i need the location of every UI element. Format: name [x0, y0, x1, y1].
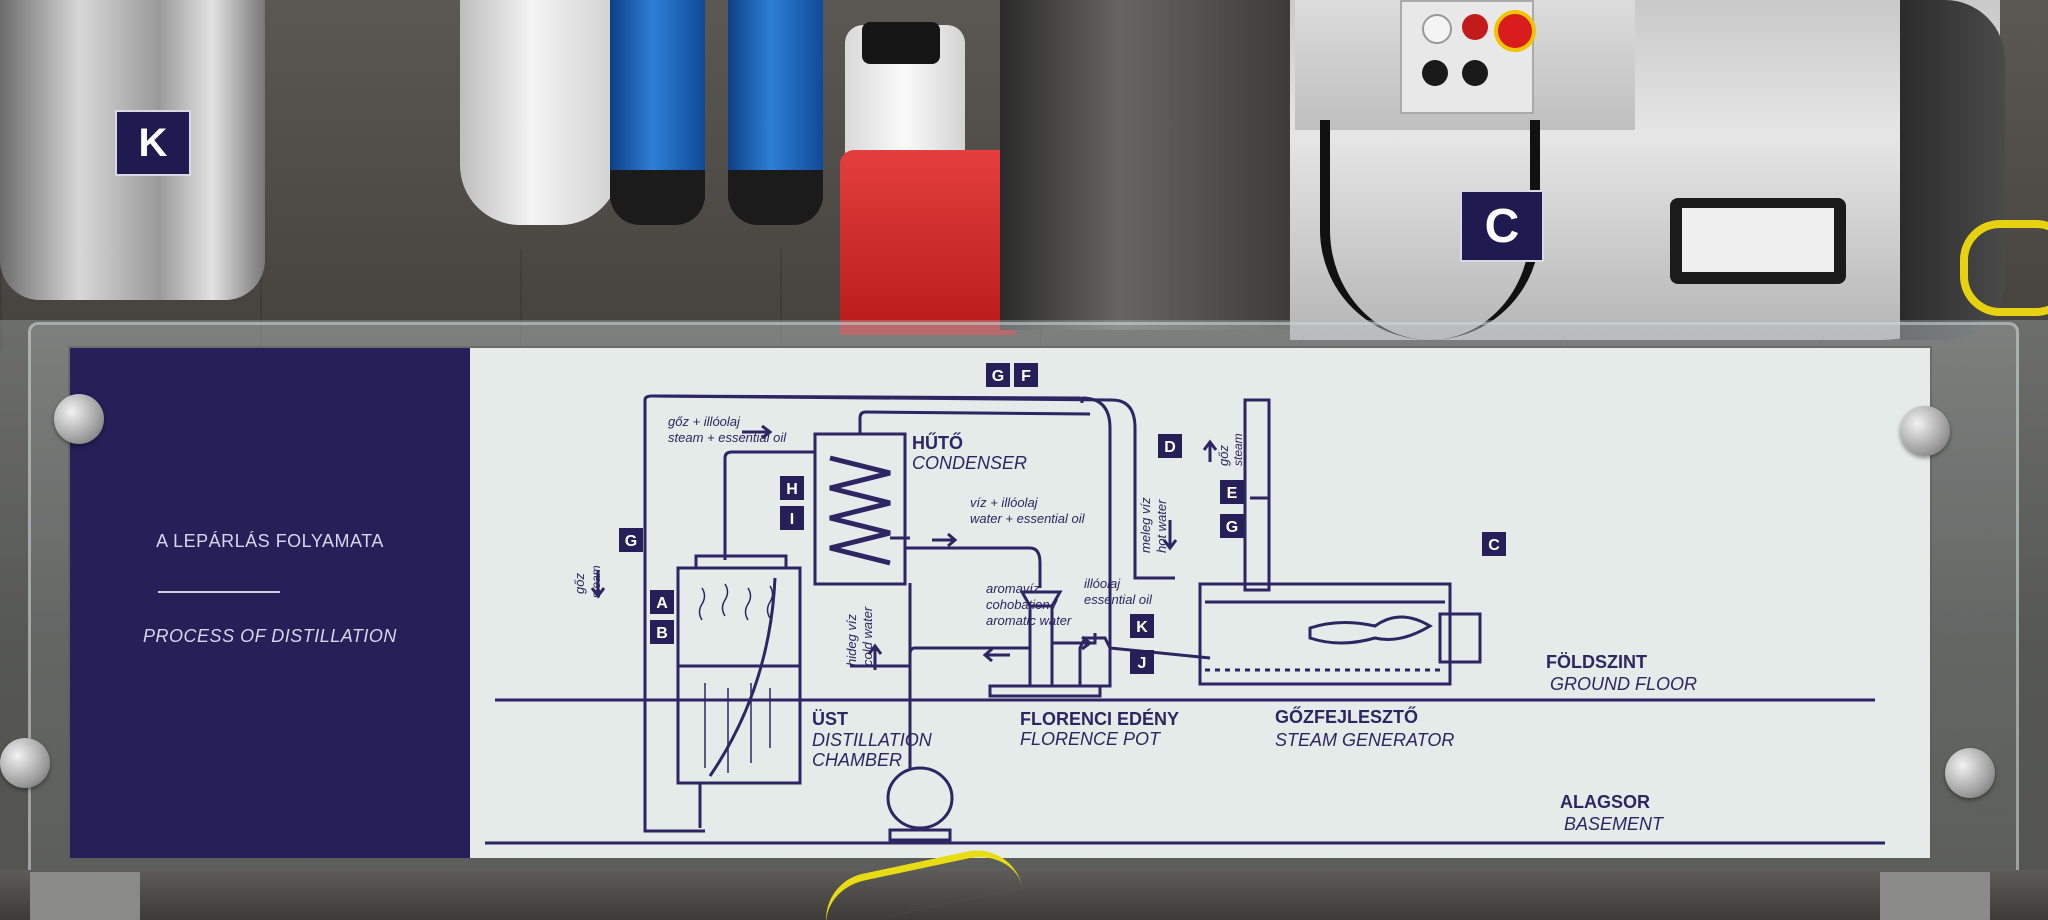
machinery [1000, 0, 1300, 330]
badge-j: J [1138, 655, 1147, 672]
note-steam-hu-left: gőz [572, 573, 587, 594]
stand-leg-right [1880, 872, 1990, 920]
badge-g-right: G [1226, 519, 1238, 536]
distillation-diagram: G F G H I A B D E G C K J gőz + illóolaj… [485, 363, 1885, 845]
note-hot-water-hu: meleg víz [1138, 497, 1153, 553]
badge-g-top: G [992, 368, 1004, 385]
black-knob-right [1462, 60, 1488, 86]
white-cylinder [460, 0, 620, 225]
note-steam-oil-hu: gőz + illóolaj [668, 414, 741, 429]
badge-a: A [656, 595, 668, 612]
chimney [1243, 398, 1271, 592]
badge-h: H [786, 481, 798, 498]
note-aroma-en1: cohobation / [986, 597, 1058, 612]
bolt-bottom-right [1945, 748, 1995, 798]
bolt-top-right [1900, 406, 1950, 456]
red-knob [1462, 14, 1488, 40]
stand-leg-left [30, 872, 140, 920]
white-knob [1422, 14, 1452, 44]
label-chamber-en2: CHAMBER [812, 750, 902, 770]
blue-cylinder-base-right [728, 170, 823, 225]
label-florence-hu: FLORENCI EDÉNY [1020, 708, 1179, 729]
top-pipe-to-boiler [1081, 396, 1211, 660]
badge-d: D [1164, 439, 1176, 456]
red-burner [840, 150, 1015, 335]
label-chamber-hu: ÜST [812, 709, 848, 729]
condenser-coil [829, 455, 891, 566]
label-condenser-en: CONDENSER [912, 453, 1027, 473]
label-condenser-hu: HŰTŐ [912, 432, 963, 453]
note-cold-water-hu: hideg víz [844, 613, 859, 666]
note-steam-hu-right: gőz [1216, 445, 1231, 466]
boiler-nameplate [1670, 198, 1846, 284]
badge-k: K [1136, 619, 1148, 636]
letter-badges: G F G H I A B D E G C K J [619, 363, 1506, 674]
badge-g-left: G [625, 533, 637, 550]
blue-cylinder-base-left [610, 170, 705, 225]
burner-flame [1308, 615, 1433, 645]
label-chamber-en1: DISTILLATION [812, 730, 933, 750]
note-steam-oil-en: steam + essential oil [668, 430, 787, 445]
basement-vessel [886, 766, 954, 830]
condenser-top-pipe [858, 410, 1091, 434]
bolt-top-left [54, 394, 104, 444]
steam-generator [1198, 582, 1452, 686]
note-steam-en-right: steam [1231, 433, 1245, 466]
title-hungarian: A LEPÁRLÁS FOLYAMATA [156, 531, 384, 551]
sign-title-panel: A LEPÁRLÁS FOLYAMATA PROCESS OF DISTILLA… [70, 348, 470, 858]
note-hot-water-en: hot water [1154, 499, 1169, 553]
condensate-pipe [905, 546, 1042, 588]
floor-bottom [0, 870, 2048, 920]
button-panel [1400, 0, 1536, 114]
note-oil-hu: illóolaj [1084, 576, 1121, 591]
label-steamgen-en: STEAM GENERATOR [1275, 730, 1454, 750]
note-water-oil-en: water + essential oil [970, 511, 1086, 526]
note-steam-en-left: steam [589, 565, 603, 598]
title-english: PROCESS OF DISTILLATION [143, 626, 397, 646]
label-florence-en: FLORENCE POT [1020, 729, 1162, 749]
distillation-chamber [676, 566, 802, 785]
note-oil-en: essential oil [1084, 592, 1153, 607]
badge-b: B [656, 625, 668, 642]
blue-cylinder-left [610, 0, 705, 200]
label-basement-hu: ALAGSOR [1560, 792, 1650, 812]
blue-cylinder-right [728, 0, 823, 200]
vapor-pipe [723, 450, 815, 560]
jug-cap [862, 22, 940, 64]
label-ground-hu: FÖLDSZINT [1546, 652, 1647, 672]
note-cold-water-en: cold water [860, 606, 875, 666]
label-basement-en: BASEMENT [1564, 814, 1665, 834]
tank-badge: K [115, 110, 191, 176]
bolt-bottom-left [0, 738, 50, 788]
label-ground-en: GROUND FLOOR [1550, 674, 1697, 694]
badge-f: F [1021, 368, 1031, 385]
boiler-badge: C [1460, 190, 1544, 262]
emergency-stop [1494, 10, 1536, 52]
label-steamgen-hu: GŐZFEJLESZTŐ [1275, 706, 1418, 727]
note-aroma-hu: aromavíz [986, 581, 1040, 596]
note-water-oil-hu: víz + illóolaj [970, 495, 1039, 510]
badge-e: E [1227, 485, 1238, 502]
steam-pipe-top [651, 394, 1175, 580]
yellow-hose [1960, 220, 2048, 316]
badge-i: I [790, 511, 794, 528]
note-aroma-en2: aromatic water [986, 613, 1072, 628]
stainless-tank: K [0, 0, 265, 300]
title-divider [158, 591, 280, 593]
info-sign: A LEPÁRLÁS FOLYAMATA PROCESS OF DISTILLA… [70, 348, 1930, 858]
badge-c: C [1488, 537, 1500, 554]
chamber-lid [694, 554, 788, 570]
black-knob-left [1422, 60, 1448, 86]
